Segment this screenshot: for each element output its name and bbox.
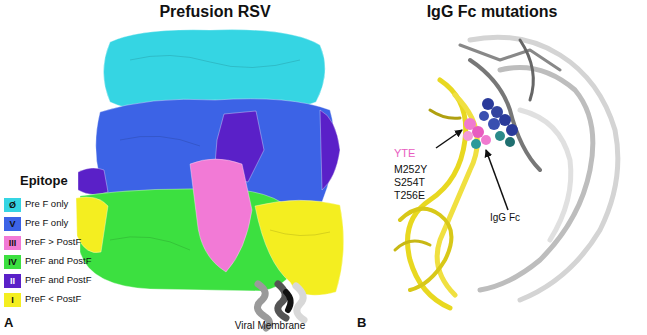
membrane-label: Viral Membrane [235, 320, 305, 332]
legend-text: Pre F only [25, 218, 68, 229]
epitope-symbol: V [9, 219, 15, 229]
domain-label: IgG Fc [490, 212, 520, 224]
panel-title: Prefusion RSV [159, 3, 270, 21]
panel-letter: A [4, 316, 13, 331]
epitope-symbol: I [11, 295, 14, 305]
epitope-symbol: III [9, 238, 17, 248]
panel-letter: B [357, 316, 366, 331]
legend-text: PreF < PostF [25, 294, 81, 305]
epitope-symbol: IV [8, 257, 17, 267]
mutation-label: S254T [394, 176, 425, 188]
mutation-name: YTE [394, 147, 415, 160]
mutation-label: M252Y [394, 163, 427, 175]
legend-text: PreF and PostF [25, 256, 92, 267]
mutation-label: T256E [394, 189, 425, 201]
epitope-symbol: Ø [9, 200, 16, 210]
legend-heading: Epitope [20, 174, 68, 189]
panel-title: IgG Fc mutations [427, 3, 558, 21]
legend-text: PreF and PostF [25, 275, 92, 286]
legend-text: Pre F only [25, 199, 68, 210]
legend-text: PreF > PostF [25, 237, 81, 248]
epitope-symbol: II [10, 276, 15, 286]
